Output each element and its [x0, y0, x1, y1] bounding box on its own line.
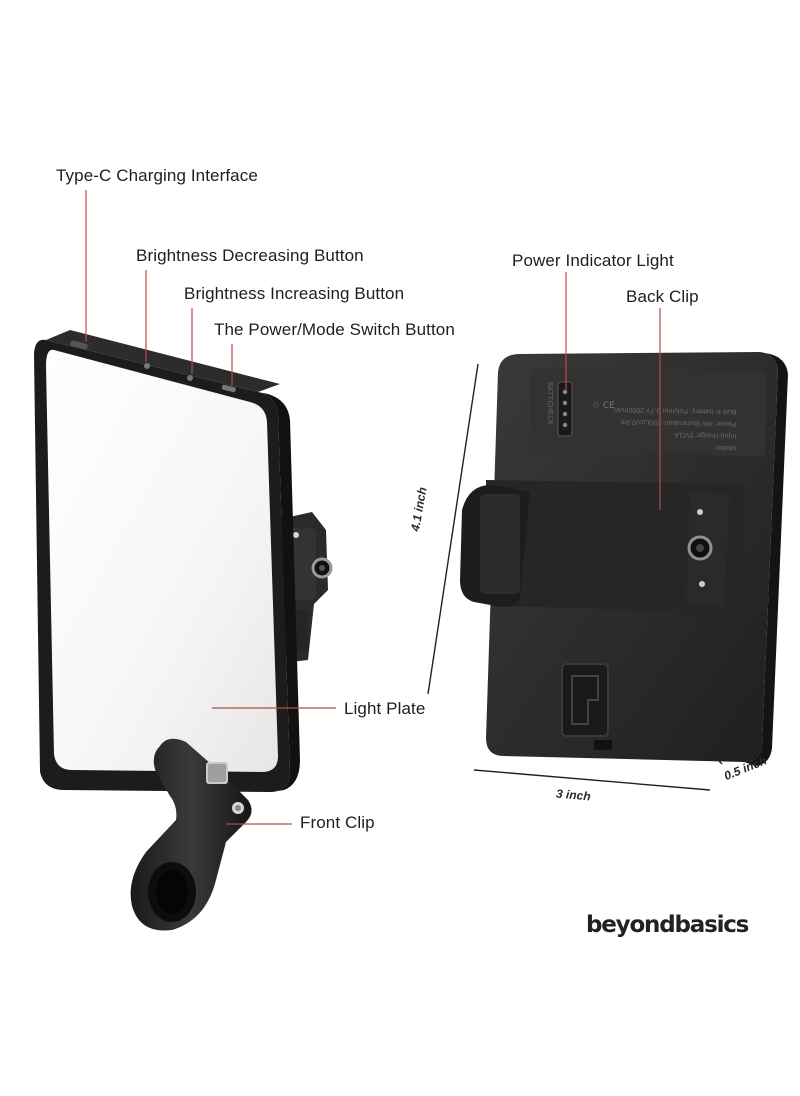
brand-logo: beyondbasics [586, 912, 749, 938]
spec-battery: Built-in battery: Polymer 3.7V 2000mAh [614, 406, 737, 415]
back-light-device: BATT.CHECK Model: Input charge: 5V/1A Po… [460, 352, 788, 766]
label-power-mode-button: The Power/Mode Switch Button [214, 320, 455, 339]
dimension-width: 3 inch [555, 786, 592, 804]
spec-power: Power: 4W Illumination: 250Lux/0.5m [620, 418, 736, 427]
label-power-indicator: Power Indicator Light [512, 251, 674, 270]
spec-model: Model: [715, 444, 736, 451]
label-light-plate: Light Plate [344, 699, 426, 718]
label-back-clip: Back Clip [626, 287, 699, 306]
svg-text:♲ CE: ♲ CE [592, 401, 615, 411]
batt-check-label: BATT.CHECK [546, 382, 553, 425]
front-clip-shape [130, 738, 252, 931]
label-type-c-interface: Type-C Charging Interface [56, 166, 258, 185]
label-brightness-decrease: Brightness Decreasing Button [136, 246, 364, 265]
callout-lines [85, 190, 661, 825]
front-light-device [34, 330, 333, 931]
label-front-clip: Front Clip [300, 813, 375, 832]
spec-input: Input charge: 5V/1A [674, 431, 736, 439]
type-c-port-shape [70, 340, 88, 350]
label-brightness-increase: Brightness Increasing Button [184, 284, 405, 303]
power-indicator-leds [557, 381, 573, 437]
dimension-lines [427, 363, 723, 791]
light-plate-surface [46, 349, 278, 772]
